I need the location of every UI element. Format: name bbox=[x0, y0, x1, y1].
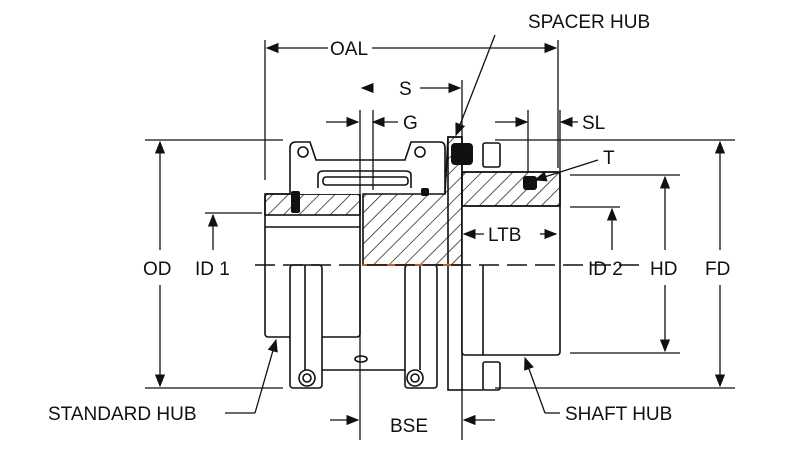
label-id2: ID 2 bbox=[588, 259, 623, 280]
label-od: OD bbox=[143, 259, 172, 280]
label-hd: HD bbox=[650, 259, 677, 280]
dimension-lines bbox=[145, 34, 735, 440]
label-fd: FD bbox=[705, 259, 730, 280]
label-t: T bbox=[603, 148, 615, 169]
label-bse: BSE bbox=[390, 416, 428, 437]
label-standard-hub: STANDARD HUB bbox=[48, 404, 197, 425]
seal-markers bbox=[291, 143, 537, 213]
shaft-hub-body bbox=[461, 142, 561, 391]
label-oal: OAL bbox=[330, 39, 368, 60]
label-g: G bbox=[403, 113, 418, 134]
label-sl: SL bbox=[582, 113, 605, 134]
label-id1: ID 1 bbox=[195, 259, 230, 280]
sleeve-cover bbox=[289, 141, 446, 389]
label-spacer-hub: SPACER HUB bbox=[528, 12, 650, 33]
label-ltb: LTB bbox=[488, 225, 521, 246]
label-s: S bbox=[399, 79, 412, 100]
label-shaft-hub: SHAFT HUB bbox=[565, 404, 672, 425]
